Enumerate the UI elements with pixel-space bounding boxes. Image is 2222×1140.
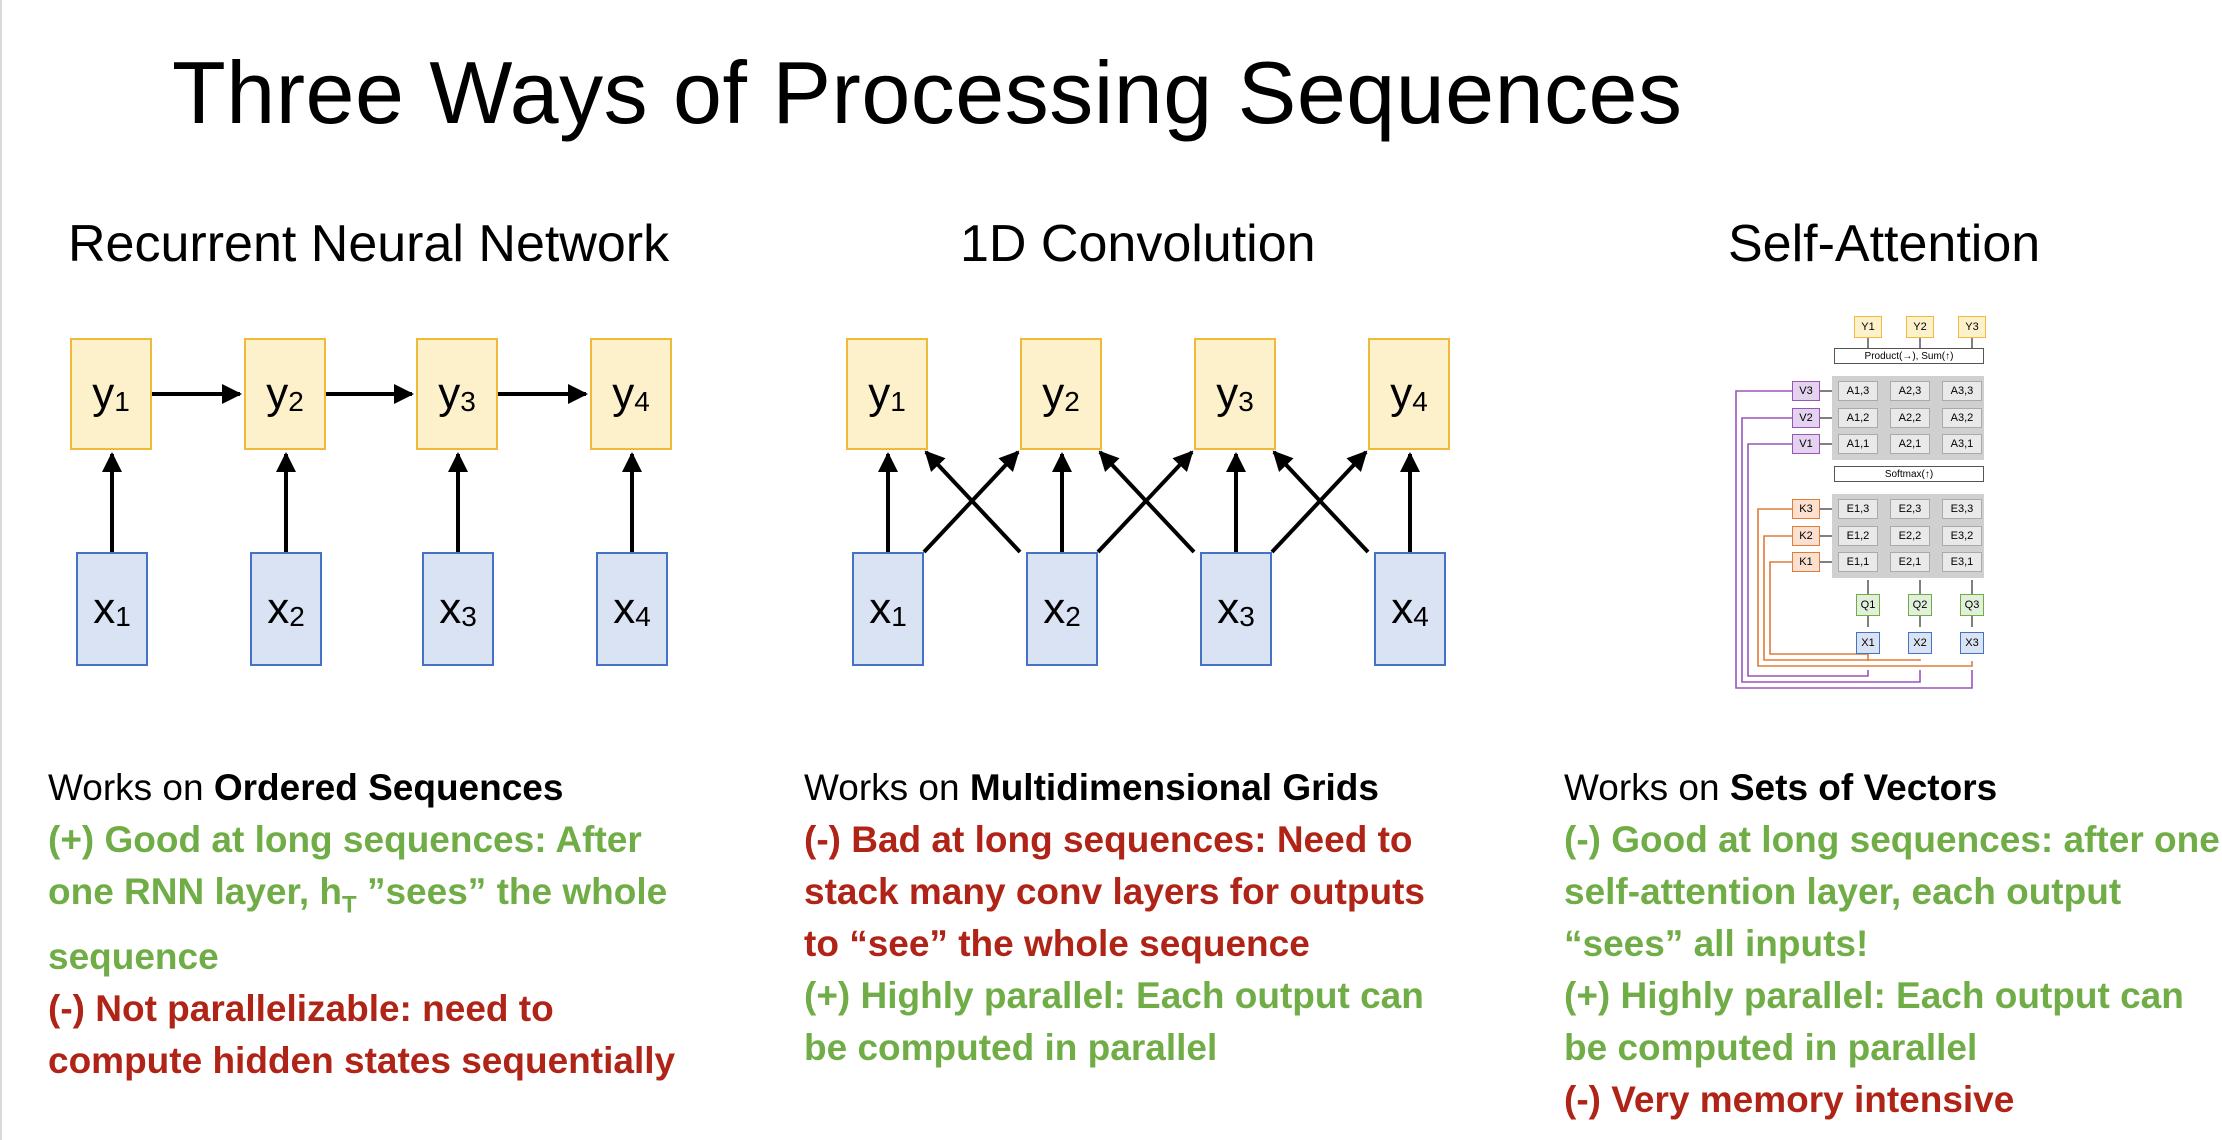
softmax-bar: Softmax(↑) (1834, 466, 1984, 482)
similarity-cell: E1,1 (1838, 552, 1878, 572)
conv-description: Works on Multidimensional Grids (-) Bad … (804, 762, 1454, 1074)
attention-cell: A2,2 (1890, 408, 1930, 428)
attention-cell: A3,1 (1942, 434, 1982, 454)
value-v3: V3 (1792, 381, 1820, 401)
self-attention-pro-2: (+) Highly parallel: Each output can be … (1564, 975, 2184, 1068)
similarity-cell: E3,1 (1942, 552, 1982, 572)
slide-edge (0, 0, 2, 1140)
attention-input-x1: X1 (1856, 632, 1880, 654)
similarity-cell: E2,3 (1890, 499, 1930, 519)
similarity-cell: E3,3 (1942, 499, 1982, 519)
rnn-con: (-) Not parallelizable: need to compute … (48, 988, 676, 1082)
attention-cell: A1,2 (1838, 408, 1878, 428)
attention-cell: A2,3 (1890, 381, 1930, 401)
key-k3: K3 (1792, 499, 1820, 519)
key-k1: K1 (1792, 552, 1820, 572)
attention-output-y2: Y2 (1906, 316, 1934, 338)
query-q3: Q3 (1960, 594, 1984, 616)
value-v2: V2 (1792, 408, 1820, 428)
similarity-cell: E1,2 (1838, 526, 1878, 546)
attention-wires (1735, 338, 1973, 689)
attention-cell: A1,1 (1838, 434, 1878, 454)
rnn-lead: Works on Ordered Sequences (48, 767, 564, 808)
self-attention-pro-1: (-) Good at long sequences: after one se… (1564, 819, 2220, 964)
attention-cell: A2,1 (1890, 434, 1930, 454)
similarity-cell: E3,2 (1942, 526, 1982, 546)
product-sum-bar: Product(→), Sum(↑) (1834, 348, 1984, 364)
attention-output-y3: Y3 (1958, 316, 1986, 338)
conv-con: (-) Bad at long sequences: Need to stack… (804, 819, 1425, 964)
attention-output-y1: Y1 (1854, 316, 1882, 338)
key-k2: K2 (1792, 526, 1820, 546)
attention-cell: A1,3 (1838, 381, 1878, 401)
similarity-cell: E2,1 (1890, 552, 1930, 572)
attention-cell: A3,2 (1942, 408, 1982, 428)
conv-lead: Works on Multidimensional Grids (804, 767, 1379, 808)
attention-cell: A3,3 (1942, 381, 1982, 401)
value-v1: V1 (1792, 434, 1820, 454)
self-attention-con: (-) Very memory intensive (1564, 1079, 2015, 1120)
self-attention-title: Self-Attention (1728, 215, 2041, 273)
slide-title: Three Ways of Processing Sequences (172, 43, 1683, 142)
rnn-arrows (102, 384, 642, 552)
self-attention-description: Works on Sets of Vectors (-) Good at lon… (1564, 762, 2220, 1126)
rnn-title: Recurrent Neural Network (68, 215, 670, 273)
conv-arrows (878, 450, 1420, 554)
rnn-pro: (+) Good at long sequences: After one RN… (48, 819, 668, 978)
attention-input-x2: X2 (1908, 632, 1932, 654)
query-q1: Q1 (1856, 594, 1880, 616)
self-attention-lead: Works on Sets of Vectors (1564, 767, 1998, 808)
self-attention-diagram: Y1 Y2 Y3 Product(→), Sum(↑) V3 V2 V1 A1,… (1728, 316, 1986, 692)
rnn-description: Works on Ordered Sequences (+) Good at l… (48, 762, 708, 1087)
query-q2: Q2 (1908, 594, 1932, 616)
similarity-cell: E1,3 (1838, 499, 1878, 519)
attention-input-x3: X3 (1960, 632, 1984, 654)
conv-title: 1D Convolution (960, 215, 1316, 273)
conv-pro: (+) Highly parallel: Each output can be … (804, 975, 1424, 1068)
similarity-cell: E2,2 (1890, 526, 1930, 546)
